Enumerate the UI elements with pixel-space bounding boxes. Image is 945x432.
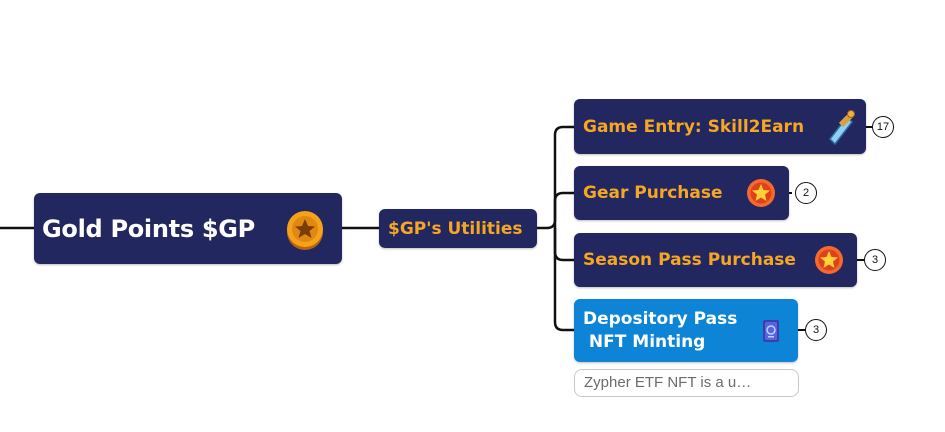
sword-icon (824, 109, 858, 149)
nft-pass-icon (760, 319, 782, 347)
gold-coin-icon (284, 209, 326, 255)
star-badge-icon (814, 245, 844, 279)
topic-label: Season Pass Purchase (583, 250, 796, 270)
root-topic-gold-points[interactable]: Gold Points $GP (34, 193, 342, 264)
topic-count-badge: 17 (872, 116, 894, 138)
topic-gear-purchase[interactable]: Gear Purchase (574, 166, 789, 220)
topic-game-entry[interactable]: Game Entry: Skill2Earn (574, 99, 866, 154)
topic-count-badge: 3 (805, 319, 827, 341)
star-badge-icon (746, 178, 776, 212)
topic-note[interactable]: Zypher ETF NFT is a u… (574, 369, 799, 397)
topic-depository-pass-nft-minting[interactable]: Depository Pass NFT Minting (574, 299, 798, 362)
topic-label: Depository Pass NFT Minting (583, 308, 738, 352)
utilities-label: $GP's Utilities (388, 218, 523, 239)
root-topic-label: Gold Points $GP (42, 214, 255, 243)
topic-label: Gear Purchase (583, 183, 723, 203)
topic-count-badge: 3 (864, 249, 886, 271)
topic-season-pass-purchase[interactable]: Season Pass Purchase (574, 233, 857, 287)
topic-count-badge: 2 (795, 182, 817, 204)
topic-gp-utilities[interactable]: $GP's Utilities (379, 209, 537, 248)
topic-label: Game Entry: Skill2Earn (583, 116, 805, 137)
